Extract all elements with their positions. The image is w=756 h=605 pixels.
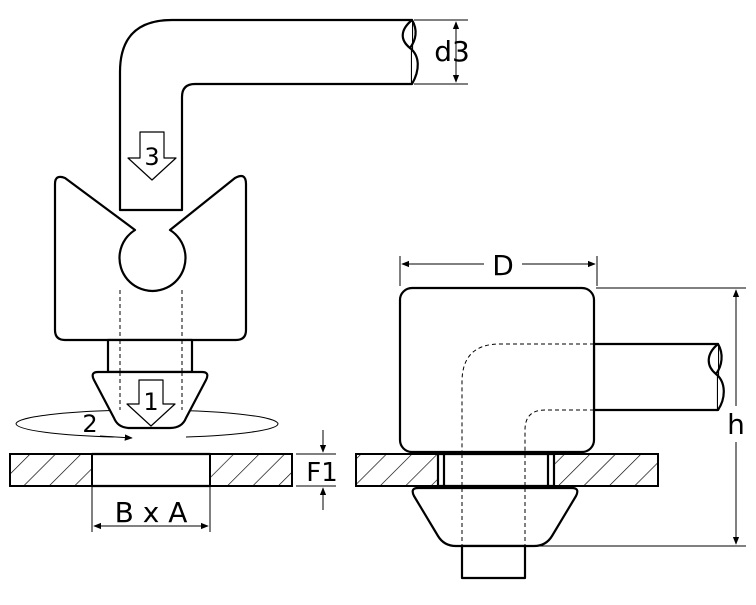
rotation-arrow (99, 434, 133, 441)
installed-clip-housing (398, 286, 596, 454)
installed-cable (592, 342, 720, 412)
push-arrow-1 (126, 379, 176, 427)
installed-plate-right (553, 453, 659, 487)
installed-tip (460, 544, 527, 580)
dimension-F1: F1 (306, 458, 338, 488)
step-2-label: 2 (82, 410, 97, 438)
dimension-BxA: B x A (115, 496, 188, 529)
installed-stem (436, 452, 556, 488)
bent-cable (118, 18, 414, 212)
clip-body (53, 174, 248, 342)
left-assembly: 3 1 2 F1 B x A (9, 18, 470, 532)
installed-plate-left (355, 453, 439, 487)
step-1-label: 1 (143, 388, 158, 416)
clip-stem (106, 338, 194, 374)
dimension-D: D (492, 249, 514, 282)
step-3-label: 3 (144, 143, 159, 171)
rotation-ellipse-front (15, 423, 279, 438)
dimension-h: h (727, 408, 745, 441)
mounting-plate-right (209, 453, 293, 487)
push-arrow-3 (127, 131, 177, 181)
installed-cone-foot (411, 486, 579, 548)
dimension-d3: d3 (434, 35, 470, 68)
mounting-plate-left (9, 453, 93, 487)
right-assembly: D h (355, 248, 749, 580)
